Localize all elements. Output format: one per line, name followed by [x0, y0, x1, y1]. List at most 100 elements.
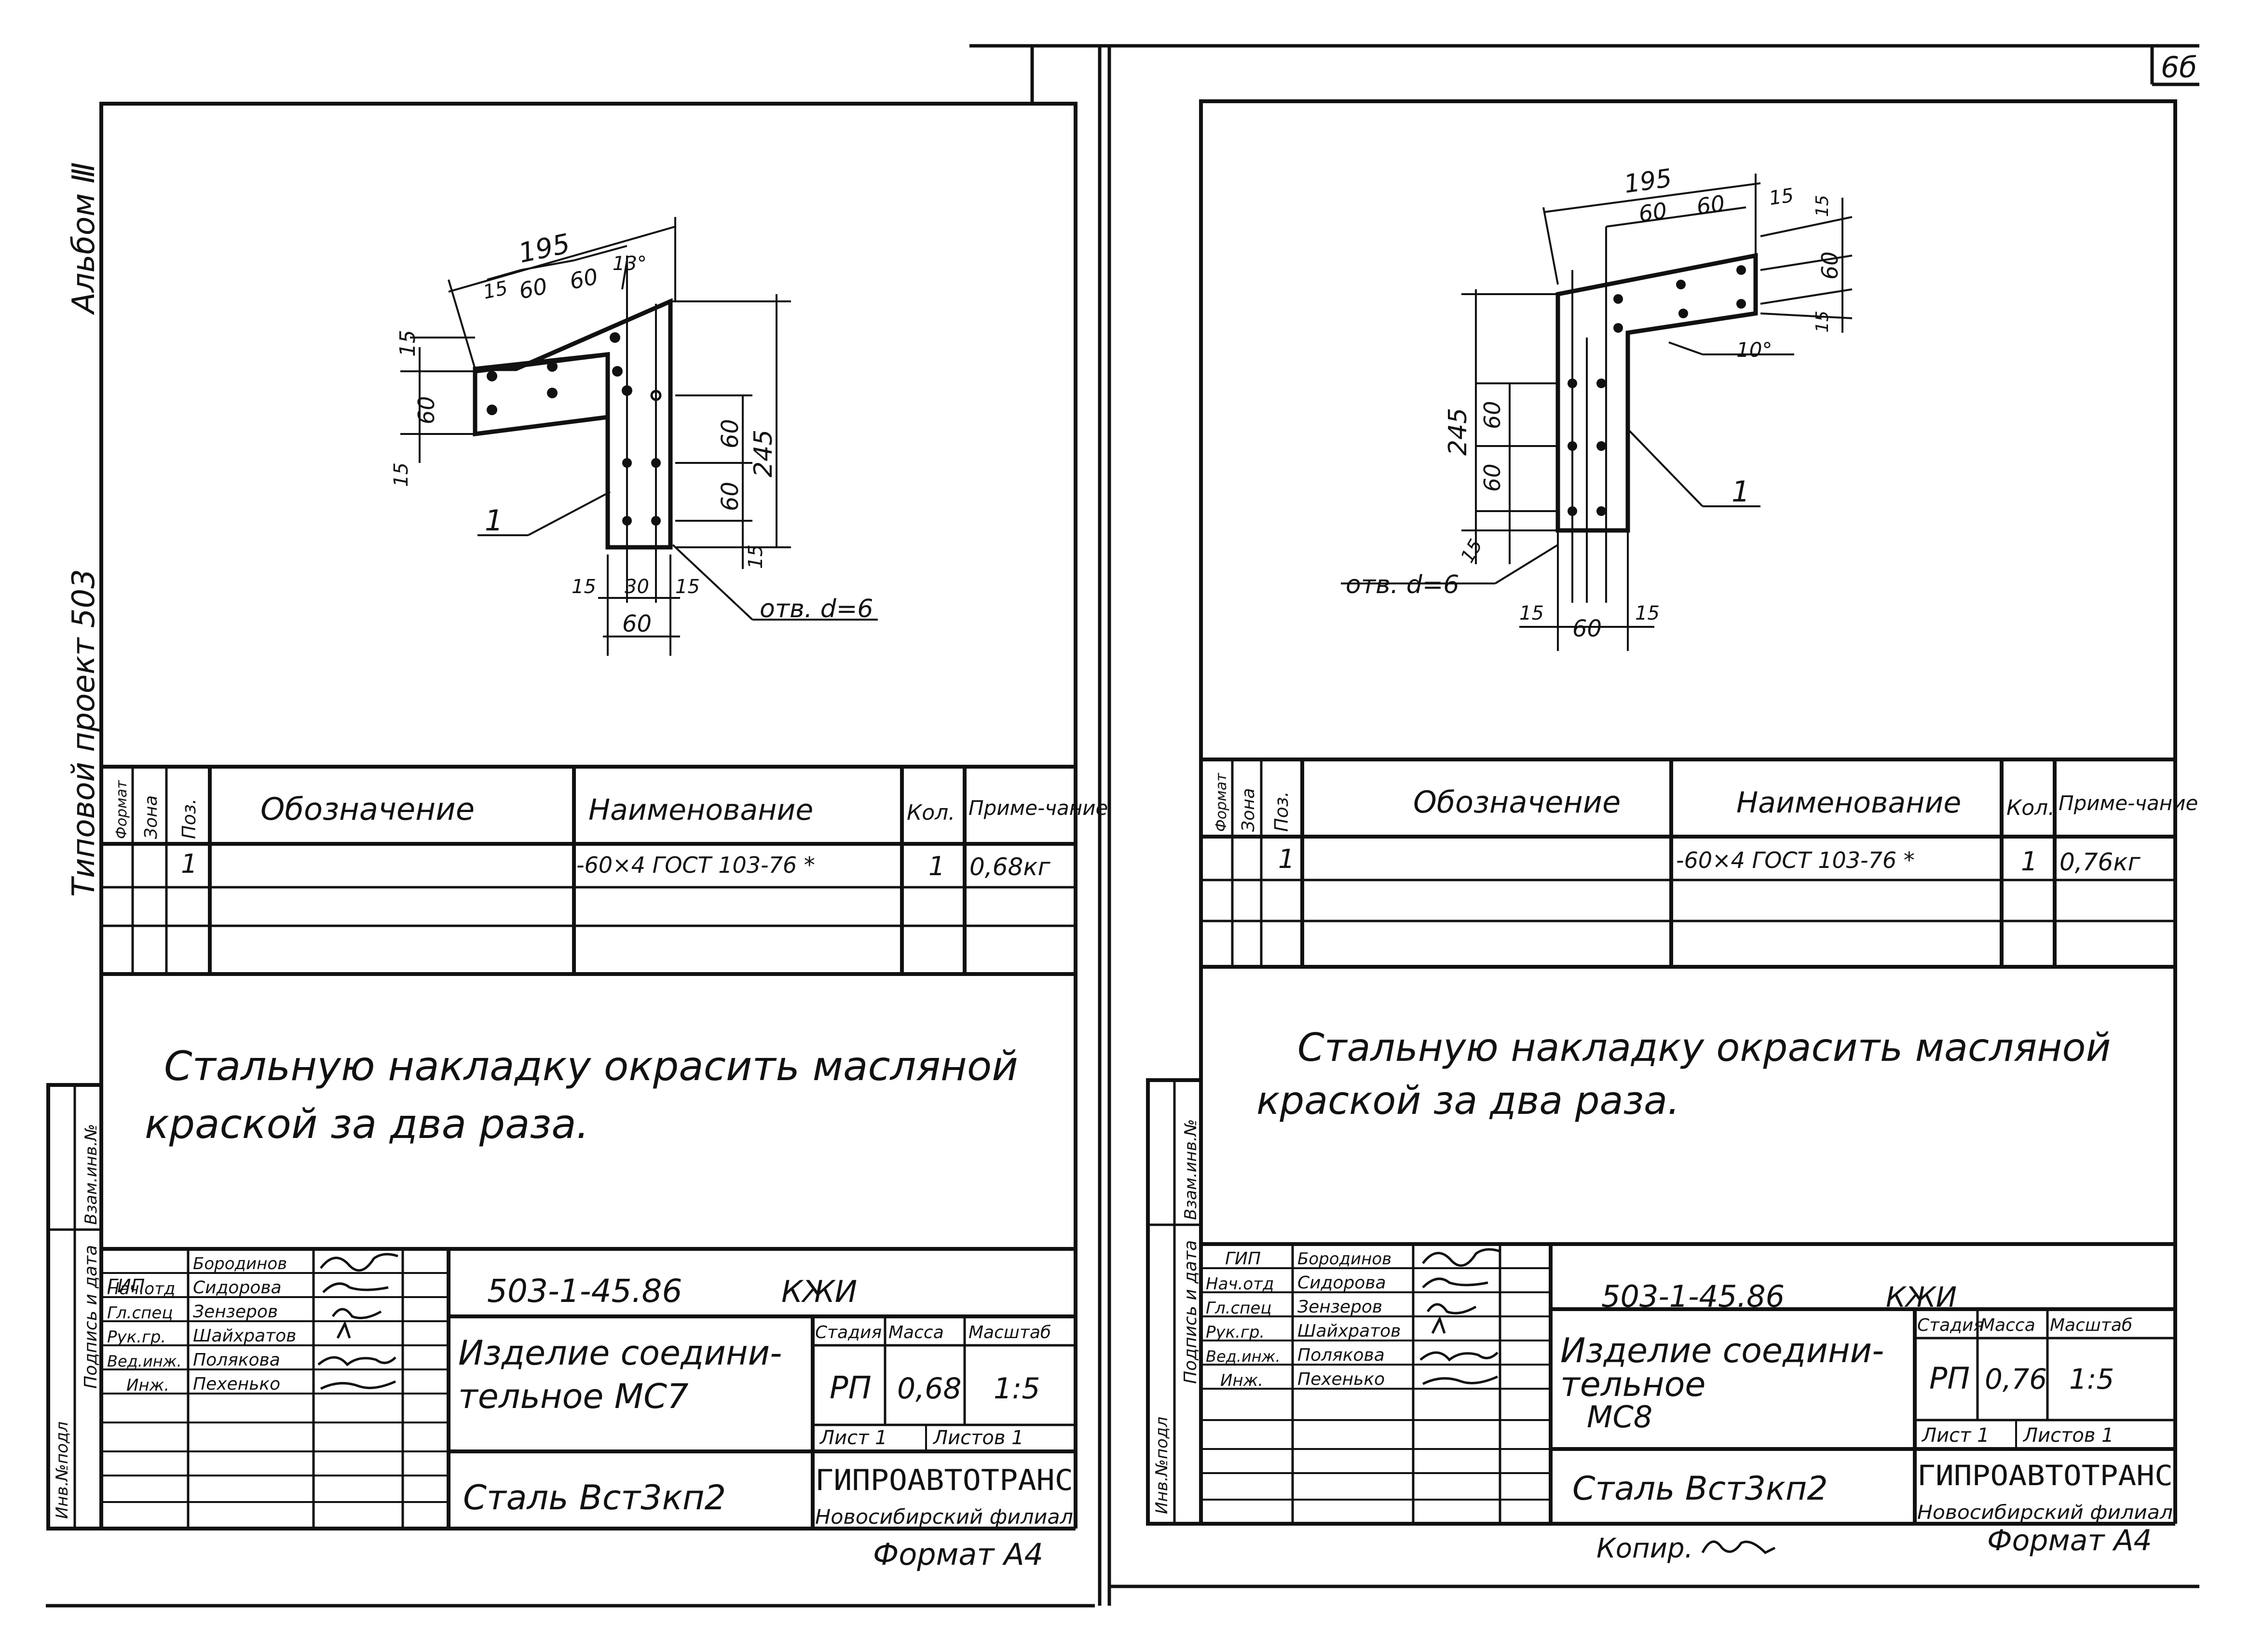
svg-text:Зона: Зона	[1239, 788, 1258, 832]
svg-text:Пехенько: Пехенько	[193, 1374, 280, 1394]
svg-text:245: 245	[749, 430, 778, 477]
dimension-labels: 195 60 60 15 15 60 15 10° 245 60 60 15 1…	[1444, 164, 1843, 642]
title-block-mc8: 503-1-45.86 КЖИ Изделие соедини- тельное…	[1560, 1279, 2173, 1564]
signature-table-mc7: ГИП Бородинов Нач.отд Сидорова Гл.спец З…	[107, 1253, 398, 1395]
svg-text:Полякова: Полякова	[193, 1350, 280, 1370]
row-qty: 1	[928, 851, 945, 881]
svg-text:30: 30	[625, 576, 649, 598]
svg-text:-60×4 ГОСТ 103-76 *: -60×4 ГОСТ 103-76 *	[1676, 847, 1915, 873]
svg-text:Вед.инж.: Вед.инж.	[107, 1352, 182, 1370]
margin-strip-mc7: Взам.инв.№ Подпись и дата Инв.№подл	[53, 1124, 101, 1519]
mass-value: 0,68	[897, 1372, 962, 1406]
svg-text:Листов 1: Листов 1	[2022, 1424, 2114, 1447]
signature-table-mc8: ГИП Бородинов Нач.отд Сидорова Гл.спец З…	[1206, 1248, 1500, 1390]
svg-text:Шайхратов: Шайхратов	[193, 1326, 296, 1346]
svg-text:15: 15	[745, 544, 767, 569]
svg-text:195: 195	[516, 228, 573, 270]
svg-text:15: 15	[1635, 602, 1660, 624]
svg-text:60: 60	[1817, 251, 1843, 280]
product-title-1: Изделие соедини-	[458, 1333, 782, 1373]
sheet-number: 6б	[2161, 51, 2197, 84]
svg-text:Инж.: Инж.	[126, 1376, 169, 1395]
svg-text:Кол.: Кол.	[2006, 796, 2055, 820]
svg-text:Сидорова: Сидорова	[1297, 1273, 1386, 1293]
svg-text:60: 60	[717, 482, 744, 511]
svg-text:60: 60	[413, 396, 439, 424]
dimension-labels: 195 15 60 60 13° 15 60 15 60 60 245 15 1…	[390, 228, 778, 637]
svg-text:60: 60	[1572, 615, 1602, 642]
svg-text:Нач.отд: Нач.отд	[107, 1279, 175, 1299]
col-pos: Поз.	[178, 799, 200, 839]
spec-table-mc8: Формат Зона Поз. Обозначение Наименовани…	[1213, 772, 2198, 877]
col-note: Приме-чание	[968, 796, 1108, 820]
svg-text:Подпись и дата: Подпись и дата	[1181, 1240, 1200, 1384]
hole-callout: отв. d=6	[760, 595, 873, 623]
svg-text:Лист 1: Лист 1	[1921, 1424, 1990, 1447]
svg-text:13°: 13°	[613, 253, 647, 275]
svg-text:1: 1	[2021, 846, 2037, 877]
svg-text:Инж.: Инж.	[1220, 1371, 1263, 1390]
svg-text:МС8: МС8	[1587, 1399, 1652, 1435]
row-name: -60×4 ГОСТ 103-76 *	[576, 852, 815, 878]
title-block-mc7: 503-1-45.86 КЖИ Изделие соедини- тельное…	[458, 1273, 1073, 1572]
svg-text:краской за два раза.: краской за два раза.	[145, 1100, 589, 1148]
format-label: Формат А4	[873, 1537, 1043, 1572]
svg-text:1: 1	[1278, 844, 1295, 874]
svg-text:Стальную накладку окрасить мас: Стальную накладку окрасить масляной	[1297, 1025, 2111, 1070]
doc-code: 503-1-45.86	[487, 1273, 682, 1310]
svg-text:Рук.гр.: Рук.гр.	[1206, 1323, 1265, 1342]
svg-text:ГИПРОАВТОТРАНС: ГИПРОАВТОТРАНС	[1917, 1459, 2173, 1492]
svg-text:Обозначение: Обозначение	[1413, 785, 1621, 820]
svg-text:60: 60	[567, 263, 600, 295]
svg-text:15: 15	[1457, 536, 1486, 567]
svg-text:60: 60	[1695, 190, 1726, 220]
svg-text:Нач.отд: Нач.отд	[1206, 1274, 1274, 1294]
svg-text:Масса: Масса	[1980, 1315, 2035, 1335]
mounting-holes	[1568, 265, 1746, 516]
svg-text:15: 15	[481, 277, 510, 304]
svg-text:Инв.№подл: Инв.№подл	[53, 1422, 72, 1519]
org-name: ГИПРОАВТОТРАНС	[815, 1463, 1073, 1497]
svg-text:Формат А4: Формат А4	[1987, 1524, 2152, 1557]
svg-text:Листов 1: Листов 1	[932, 1427, 1024, 1449]
svg-text:0,76: 0,76	[1985, 1363, 2047, 1395]
svg-text:15: 15	[1768, 184, 1795, 210]
col-designation: Обозначение	[260, 792, 475, 827]
row-note: 0,68кг	[969, 853, 1051, 881]
svg-text:245: 245	[1444, 408, 1473, 456]
project-label: Типовой проект 503	[66, 569, 102, 897]
svg-text:РП: РП	[1929, 1361, 1970, 1396]
svg-text:Стадия: Стадия	[815, 1323, 882, 1342]
svg-text:15: 15	[675, 576, 700, 598]
svg-text:Масштаб: Масштаб	[968, 1323, 1051, 1342]
svg-text:Бородинов: Бородинов	[193, 1254, 287, 1273]
svg-text:Инв.№подл: Инв.№подл	[1152, 1417, 1172, 1514]
svg-text:Масса: Масса	[888, 1323, 944, 1342]
plate-drawing-mc8: 195 60 60 15 15 60 15 10° 245 60 60 15 1…	[1341, 164, 1853, 651]
mounting-holes	[487, 332, 662, 526]
svg-text:Рук.гр.: Рук.гр.	[107, 1327, 166, 1347]
svg-text:Зензеров: Зензеров	[1297, 1297, 1382, 1317]
svg-text:10°: 10°	[1736, 338, 1772, 362]
svg-text:ГИП: ГИП	[1225, 1249, 1261, 1269]
plate-drawing-mc7: 195 15 60 60 13° 15 60 15 60 60 245 15 1…	[390, 217, 878, 656]
svg-text:15: 15	[395, 330, 420, 357]
scale-value: 1:5	[994, 1372, 1040, 1406]
col-format: Формат	[113, 780, 130, 839]
material: Сталь Вст3кп2	[463, 1478, 726, 1517]
outer-frame-lines	[46, 44, 2199, 1608]
copied-label: Копир.	[1596, 1533, 1693, 1564]
svg-text:60: 60	[1479, 401, 1505, 429]
svg-text:Поз.: Поз.	[1271, 791, 1292, 832]
org-branch: Новосибирский филиал	[815, 1505, 1073, 1529]
svg-text:Стальную накладку окрасить мас: Стальную накладку окрасить масляной	[164, 1043, 1018, 1090]
svg-text:60: 60	[717, 419, 744, 448]
col-qty: Кол.	[907, 800, 955, 825]
svg-text:КЖИ: КЖИ	[1886, 1281, 1957, 1313]
svg-text:Стадия: Стадия	[1917, 1315, 1984, 1335]
svg-text:Масштаб: Масштаб	[2050, 1315, 2132, 1335]
svg-text:60: 60	[517, 273, 549, 304]
row-pos: 1	[181, 849, 197, 879]
svg-text:Подпись и дата: Подпись и дата	[81, 1245, 101, 1389]
